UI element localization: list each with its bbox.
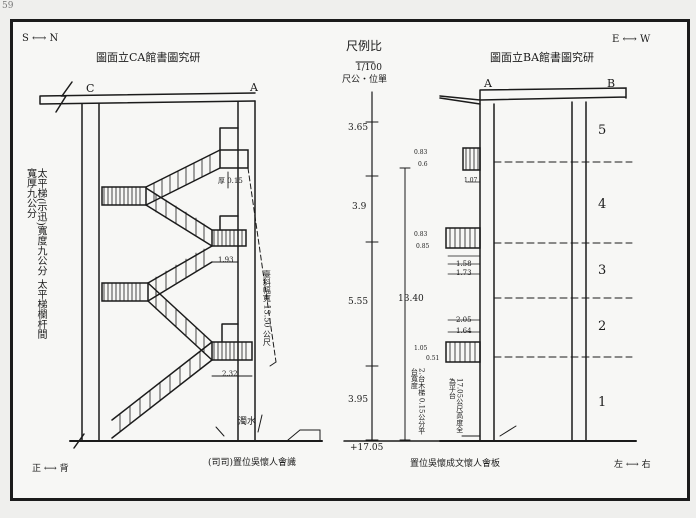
level-395: 3.95 [348,395,369,405]
right-ground-note: 置位吳懷成文懷人會板 [410,459,501,469]
vertical-note-left: 太平梯(示迅)寬度九公分 太平梯欄杆間寬厚九公分 [24,168,47,339]
dim-083-a: 0.83 [414,149,428,156]
direction-ew: E ⟷ W [612,34,651,45]
wall-b [571,101,587,441]
ground-note-1: 濁水 [238,417,257,427]
flight-3 [147,245,213,302]
dim-164: 1.64 [456,327,472,335]
right-landing-2 [445,227,481,249]
floor-2: 2 [598,319,607,334]
direction-sn: S ⟷ N [22,33,59,44]
floor-1: 1 [598,395,607,410]
break-symbol-left [55,81,73,113]
level-555: 5.55 [348,297,369,307]
direction-front-back: 正 ⟷ 背 [32,464,69,474]
right-vertical-note-2: 17.05公尺高度全為平台 [448,378,464,434]
dim-158: 1.58 [456,260,472,268]
left-title: 圖面立CA館書圖究研 [96,51,201,64]
floor-3: 3 [598,263,607,278]
roof-slab-right [439,87,627,105]
slope-note: 臺斜幅寬 13.50 公尺 [262,270,272,346]
right-vertical-note-1: 2.台木梯 0.15公分平台寬度 [410,368,426,435]
dim-232: 2.32 [222,370,238,378]
ground-note-2: (司司)置位吳懷人會識 [208,458,297,468]
slope-leader [247,167,277,363]
overall-height: 13.40 [398,294,424,304]
landing-note-1: 1.07 [464,177,478,184]
roof-slab-left [39,92,256,105]
dim-06: 0.6 [418,161,428,168]
tread-note: 厚 0.15 [218,177,243,185]
landing-right-2 [211,229,247,247]
level-365: 3.65 [348,123,369,133]
level-1705: +17.05 [350,443,384,453]
dim-173: 1.73 [456,269,472,277]
dim-085: 0.85 [416,243,430,250]
grid-label-a-right: A [484,77,492,90]
grid-label-a: A [250,81,258,94]
scale-title: 尺例比 [346,39,383,53]
right-landing-1 [462,147,481,171]
wall-a [237,100,256,441]
wall-a-right [479,103,495,441]
grid-label-b: B [607,77,616,90]
landing-note-2: 0.51 [426,355,440,362]
floor-4: 4 [598,197,607,212]
landing-right-1 [219,149,249,169]
dim-193: 1.93 [218,256,234,264]
landing-left-2 [101,282,149,302]
level-39: 3.9 [352,202,367,212]
right-title: 圖面立BA館書圖究研 [490,51,595,64]
landing-right-3 [211,341,253,361]
grid-label-c: C [86,82,95,95]
scale-ratio: 1/100 [356,63,382,73]
ground-break [73,433,85,449]
dim-083-b: 0.83 [414,231,428,238]
flight-1 [145,149,221,206]
direction-left-right: 左 ⟷ 右 [614,460,651,470]
dim-105: 1.05 [414,345,428,352]
flight-5 [111,341,213,439]
flight-2 [145,187,213,247]
dim-205: 2.05 [456,316,472,324]
right-landing-3 [445,341,481,363]
page-mark: 59 [2,1,14,11]
scale-unit: 尺公・位單 [342,75,388,85]
drawing-frame [10,19,690,501]
wall-c [81,103,100,441]
floor-5: 5 [598,123,607,138]
